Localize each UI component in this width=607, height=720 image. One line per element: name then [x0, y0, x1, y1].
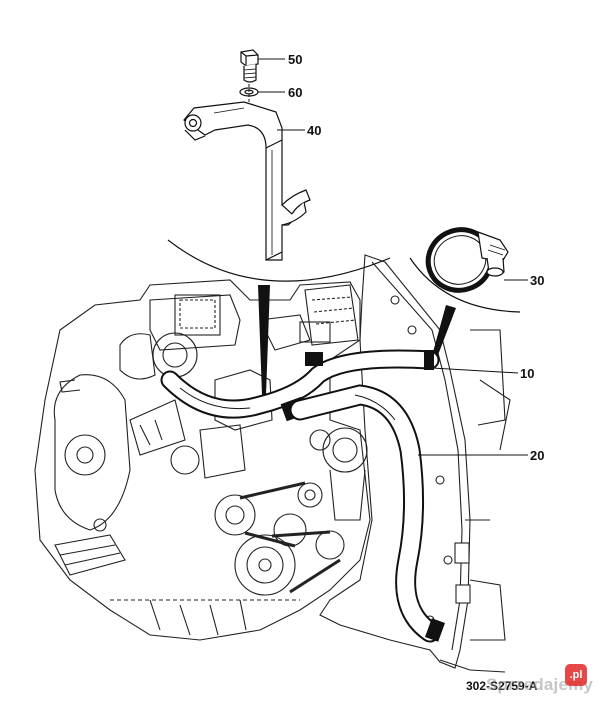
bracket-part [183, 101, 311, 261]
watermark-badge-label: .pl [569, 669, 583, 681]
bracket-detail-circle [167, 239, 391, 282]
watermark-badge: .pl [565, 664, 587, 686]
part-label-60: 60 [288, 85, 302, 100]
part-label-50: 50 [288, 52, 302, 67]
part-label-30: 30 [530, 273, 544, 288]
clamp-detail-circle [409, 257, 521, 313]
part-label-20: 20 [530, 448, 544, 463]
part-label-10: 10 [520, 366, 534, 381]
lower-hose [289, 384, 445, 643]
bellhousing-plate [304, 254, 511, 673]
document-code: 302-S2759-A [466, 679, 538, 693]
leader-lines [258, 58, 528, 456]
part-label-40: 40 [307, 123, 321, 138]
bracket-pointer [258, 285, 270, 395]
hose-clamp-part [425, 227, 509, 293]
hose-detail-lines [179, 387, 396, 421]
engine-assembly [34, 279, 371, 641]
bolt-part [240, 49, 259, 83]
clamp-pointer [433, 305, 456, 355]
